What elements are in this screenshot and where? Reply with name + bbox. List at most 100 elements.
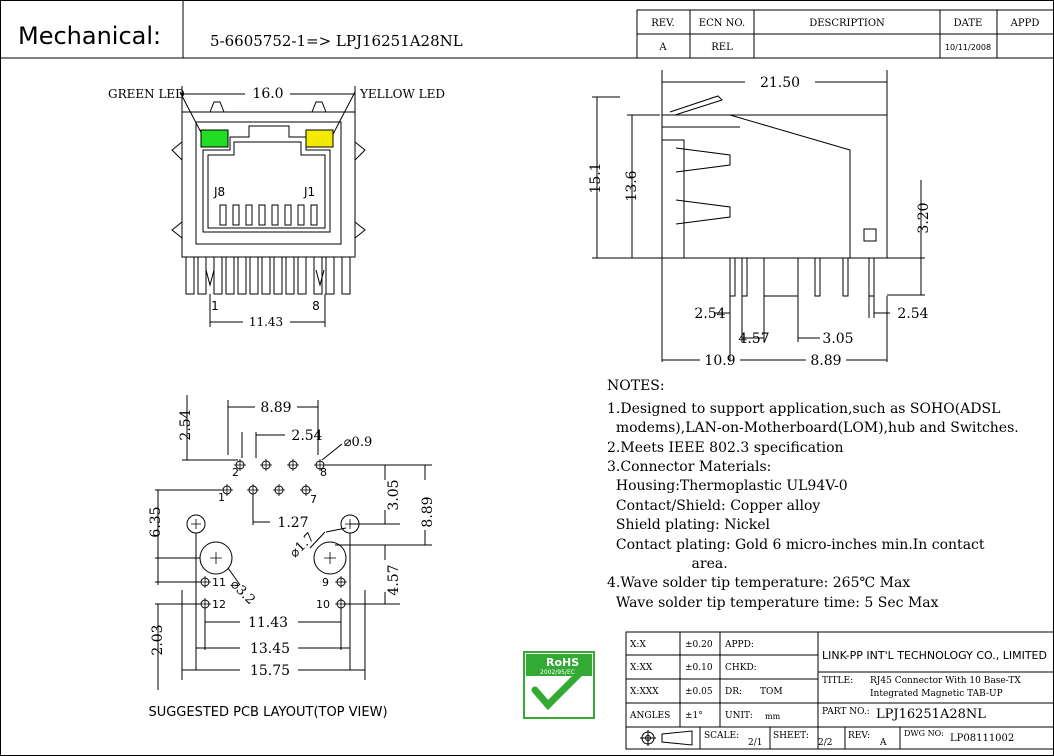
pcb-pin-label: 8 bbox=[320, 466, 327, 479]
tol-key: X:XX bbox=[630, 663, 653, 673]
date-header: DATE bbox=[954, 18, 983, 29]
pcb-caption: SUGGESTED PCB LAYOUT(TOP VIEW) bbox=[148, 705, 387, 720]
title-line2: Integrated Magnetic TAB-UP bbox=[870, 689, 1003, 699]
pcb-dim-mid: 1.27 bbox=[277, 515, 308, 531]
front-width-dim: 16.0 bbox=[252, 86, 283, 102]
tol-val: ±1° bbox=[685, 711, 703, 721]
pcb-pin-label: 7 bbox=[310, 493, 317, 506]
yellow-led-indicator bbox=[305, 129, 334, 148]
rohs-sub: 2002/95/EC bbox=[540, 669, 575, 676]
dwg-label: DWG NO: bbox=[904, 729, 944, 738]
scale-value: 2/1 bbox=[748, 738, 762, 748]
appd-header: APPD bbox=[1010, 18, 1040, 29]
side-view: 21.50 15.1 13.6 3.20 bbox=[588, 70, 932, 369]
unit-value: mm bbox=[765, 712, 781, 721]
side-length-dim: 21.50 bbox=[760, 75, 800, 91]
right-pin-dim: 3.20 bbox=[916, 202, 932, 233]
dwg-number: LP08111002 bbox=[950, 733, 1014, 744]
notes-line: Contact/Shield: Copper alloy bbox=[607, 498, 820, 514]
rev-value: A bbox=[879, 738, 887, 748]
part-number: LPJ16251A28NL bbox=[876, 707, 986, 722]
sheet-label: SHEET: bbox=[773, 731, 809, 741]
part-mapping: 5-6605752-1=> LPJ16251A28NL bbox=[210, 32, 463, 50]
rev-value: A bbox=[658, 42, 667, 53]
pcb-pitch-h: 2.54 bbox=[291, 428, 322, 444]
pcb-dim-bottom-left: 2.03 bbox=[150, 624, 166, 655]
pcb-pin-label: 9 bbox=[322, 576, 329, 589]
part-label: PART NO.: bbox=[822, 707, 870, 717]
tol-key: X:X bbox=[630, 640, 646, 650]
notes: NOTES: 1.Designed to support application… bbox=[607, 378, 1019, 611]
tol-val: ±0.10 bbox=[685, 663, 713, 673]
pcb-pin-label: 10 bbox=[316, 598, 330, 611]
pcb-pin-label: 12 bbox=[212, 598, 226, 611]
pcb-small-hole-dim: ⌀1.7 bbox=[287, 530, 318, 561]
tol-role: APPD: bbox=[724, 640, 754, 650]
height-total-dim: 15.1 bbox=[588, 162, 604, 193]
date-value: 10/11/2008 bbox=[945, 43, 991, 52]
rohs-logo: RoHS 2002/95/EC bbox=[523, 651, 595, 719]
notes-line: modems),LAN-on-Motherboard(LOM),hub and … bbox=[607, 420, 1019, 436]
pcb-large-hole-dim: ⌀3.2 bbox=[227, 577, 258, 608]
notes-line: 1.Designed to support application,such a… bbox=[607, 401, 1000, 417]
rohs-label: RoHS bbox=[546, 656, 579, 669]
company-name: LINK-PP INT'L TECHNOLOGY CO., LIMITED bbox=[822, 649, 1047, 662]
front-view: GREEN LED YELLOW LED 16.0 bbox=[108, 86, 445, 329]
pcb-width-a: 11.43 bbox=[248, 615, 288, 631]
height-body-dim: 13.6 bbox=[624, 170, 640, 201]
mid-dim-a: 4.57 bbox=[738, 331, 769, 347]
tol-val: ±0.20 bbox=[685, 640, 713, 650]
ecn-header: ECN NO. bbox=[699, 18, 745, 29]
pcb-pin-label: 11 bbox=[212, 576, 226, 589]
pcb-pin-label: 1 bbox=[218, 491, 225, 504]
pcb-pitch-v: 2.54 bbox=[178, 409, 194, 440]
green-led-indicator bbox=[200, 129, 229, 148]
title-line1: RJ45 Connector With 10 Base-TX bbox=[870, 676, 1021, 686]
title-block: X:X ±0.20 APPD: X:XX ±0.10 CHKD: X:XXX ±… bbox=[625, 631, 1054, 750]
notes-title: NOTES: bbox=[607, 378, 665, 394]
pin-8-label: 8 bbox=[312, 299, 320, 313]
yellow-led-label: YELLOW LED bbox=[359, 87, 445, 101]
pitch-right-dim: 2.54 bbox=[897, 306, 928, 322]
notes-line: Contact plating: Gold 6 micro-inches min… bbox=[607, 537, 985, 553]
notes-line: 4.Wave solder tip temperature: 265℃ Max bbox=[607, 575, 910, 591]
pcb-hole-dim: ⌀0.9 bbox=[344, 435, 373, 450]
green-led-label: GREEN LED bbox=[108, 87, 185, 101]
pin-j1-label: J1 bbox=[303, 185, 315, 199]
pcb-dim-right-a: 3.05 bbox=[386, 479, 402, 510]
description-header: DESCRIPTION bbox=[809, 18, 885, 29]
notes-line: 3.Connector Materials: bbox=[607, 459, 771, 475]
tol-role: CHKD: bbox=[725, 663, 757, 673]
projection-symbol-icon bbox=[640, 730, 693, 746]
bottom-dim-b: 8.89 bbox=[810, 353, 841, 369]
pcb-width-c: 15.75 bbox=[250, 663, 290, 679]
notes-line: Wave solder tip temperature time: 5 Sec … bbox=[607, 595, 939, 611]
pcb-pin-label: 2 bbox=[232, 466, 239, 479]
rev-label: REV: bbox=[848, 731, 870, 741]
pin-j8-label: J8 bbox=[213, 185, 225, 199]
mid-dim-b: 3.05 bbox=[822, 331, 853, 347]
mechanical-label: Mechanical: bbox=[18, 22, 161, 50]
notes-line: area. bbox=[607, 556, 728, 572]
tol-val: ±0.05 bbox=[685, 687, 713, 697]
bottom-dim-a: 10.9 bbox=[704, 353, 735, 369]
pin-1-label: 1 bbox=[211, 299, 219, 313]
tol-role: UNIT: bbox=[725, 711, 753, 721]
checkmark-icon bbox=[531, 664, 589, 711]
ecn-value: REL bbox=[711, 42, 733, 53]
scale-label: SCALE: bbox=[704, 731, 739, 741]
tol-role: DR: bbox=[725, 687, 742, 697]
pcb-width-b: 13.45 bbox=[250, 641, 290, 657]
notes-line: 2.Meets IEEE 802.3 specification bbox=[607, 440, 844, 456]
pcb-dim-left: 6.35 bbox=[148, 506, 164, 537]
pitch-left-dim: 2.54 bbox=[694, 306, 725, 322]
notes-line: Housing:Thermoplastic UL94V-0 bbox=[607, 478, 848, 494]
pcb-dim-top: 8.89 bbox=[260, 400, 291, 416]
pin-span-dim: 11.43 bbox=[249, 315, 283, 329]
tol-key: ANGLES bbox=[629, 711, 670, 721]
title-label: TITLE: bbox=[822, 676, 853, 686]
rev-header: REV. bbox=[651, 18, 674, 29]
pcb-layout: 8.89 2.54 2.54 ⌀0.9 2 8 1 7 11 bbox=[148, 395, 436, 720]
notes-line: Shield plating: Nickel bbox=[607, 517, 771, 533]
drafter-name: TOM bbox=[760, 687, 783, 697]
